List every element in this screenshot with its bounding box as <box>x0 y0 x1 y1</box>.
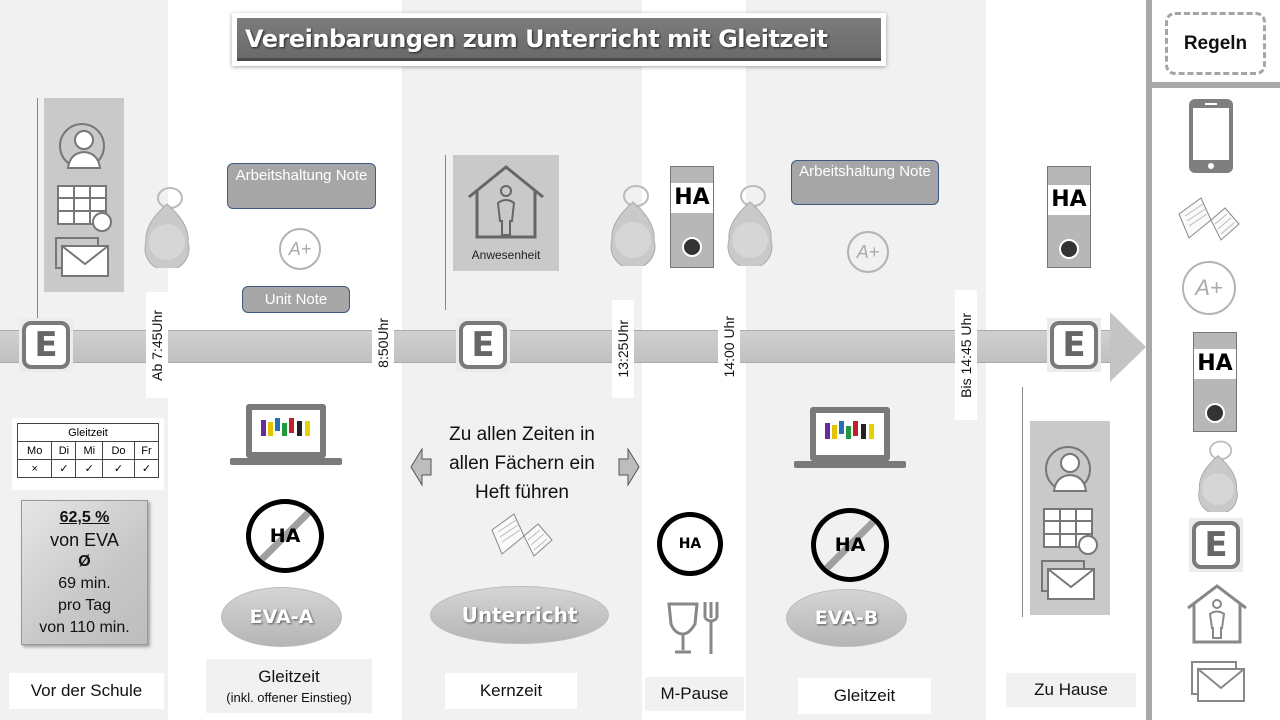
homework-binder-icon: HA <box>1047 166 1091 268</box>
arrow-right-icon <box>618 447 640 487</box>
connector-line <box>1022 387 1023 617</box>
e-app-logo-icon: E <box>456 318 510 372</box>
student-profile-icon <box>55 123 112 277</box>
eva-a-ellipse: EVA-A <box>221 587 342 647</box>
section-label-m-pause: M-Pause <box>645 677 744 711</box>
eva-percent: 62,5 % <box>59 509 110 526</box>
day-mi: Mi <box>75 441 104 460</box>
day-mo: Mo <box>16 441 53 460</box>
keyfob-icon <box>1194 438 1248 522</box>
table-header: Gleitzeit <box>17 423 159 442</box>
laptop-icon <box>794 405 906 474</box>
a-plus-grade-icon: A+ <box>847 231 889 273</box>
keyfob-icon <box>723 182 777 270</box>
mark-do: ✓ <box>102 459 135 478</box>
eva-total: von 110 min. <box>39 619 130 636</box>
time-label-kernzeit-end: 13:25Uhr <box>612 300 634 398</box>
no-homework-icon: HA <box>246 499 324 573</box>
a-plus-grade-icon: A+ <box>279 228 321 270</box>
student-profile-icon <box>1041 446 1098 600</box>
arbeitshaltung-note-pill: Arbeitshaltung Note <box>227 163 376 209</box>
time-label-start: Ab 7:45Uhr <box>146 292 168 398</box>
e-app-logo-icon: E <box>19 318 73 372</box>
laptop-icon <box>230 402 342 471</box>
food-cutlery-icon <box>665 600 723 661</box>
e-app-logo-icon: E <box>1047 318 1101 372</box>
mark-mo: × <box>16 459 53 478</box>
unit-note-pill: Unit Note <box>242 286 350 313</box>
mark-fr: ✓ <box>133 459 160 478</box>
day-do: Do <box>102 441 135 460</box>
a-plus-grade-icon: A+ <box>1182 261 1236 315</box>
section-label-kernzeit: Kernzeit <box>445 673 577 709</box>
notebook-rule-text: Zu allen Zeiten in allen Fächern ein Hef… <box>449 424 595 503</box>
section-label-gleitzeit-a: Gleitzeit (inkl. offener Einstieg) <box>206 659 372 713</box>
time-label-kernzeit-start: 8:50Uhr <box>372 302 394 384</box>
homework-icon: HA <box>657 512 723 576</box>
eva-per-day: pro Tag <box>57 597 112 614</box>
average-symbol: Ø <box>78 553 91 570</box>
time-label-end: Bis 14:45 Uhr <box>955 290 977 420</box>
section-sublabel: (inkl. offener Einstieg) <box>226 690 352 705</box>
notification-icons-panel <box>44 98 124 292</box>
arrow-left-icon <box>410 447 432 487</box>
day-fr: Fr <box>133 441 160 460</box>
mark-di: ✓ <box>51 459 77 478</box>
unterricht-ellipse: Unterricht <box>430 586 609 644</box>
eva-minutes: 69 min. <box>58 575 111 592</box>
attendance-panel: Anwesenheit <box>453 155 559 271</box>
homework-binder-icon: HA <box>1193 332 1237 432</box>
eva-label: von EVA <box>50 530 119 550</box>
connector-line <box>445 155 446 310</box>
page-title: Vereinbarungen zum Unterricht mit Gleitz… <box>237 18 881 61</box>
connector-line <box>37 98 38 318</box>
rules-button[interactable]: Regeln <box>1165 12 1266 75</box>
timeline-bar <box>0 330 1112 363</box>
mark-mi: ✓ <box>75 459 104 478</box>
section-label-text: Gleitzeit <box>258 667 320 686</box>
no-homework-icon: HA <box>811 508 889 582</box>
attendance-label: Anwesenheit <box>471 248 541 262</box>
mail-icon <box>1190 660 1246 709</box>
sidebar-divider <box>1152 82 1280 88</box>
section-label-zu-hause: Zu Hause <box>1006 673 1136 707</box>
smartphone-icon <box>1188 98 1234 179</box>
time-label-pause-end: 14:00 Uhr <box>718 300 740 394</box>
open-book-icon <box>488 510 554 565</box>
eva-b-ellipse: EVA-B <box>786 589 907 647</box>
keyfob-icon <box>606 182 660 270</box>
section-label-vor-der-schule: Vor der Schule <box>9 673 164 709</box>
attendance-house-icon <box>1186 584 1248 651</box>
page-title-box: Vereinbarungen zum Unterricht mit Gleitz… <box>232 13 886 66</box>
e-app-logo-icon: E <box>1189 518 1243 572</box>
gleitzeit-days-table: Gleitzeit Mo Di Mi Do Fr × ✓ ✓ ✓ ✓ <box>12 418 164 490</box>
eva-stats-box: 62,5 % von EVA Ø 69 min. pro Tag von 110… <box>21 500 148 645</box>
section-label-gleitzeit-b: Gleitzeit <box>798 678 931 714</box>
day-di: Di <box>51 441 77 460</box>
arbeitshaltung-note-pill: Arbeitshaltung Note <box>791 160 939 205</box>
open-book-icon <box>1175 194 1241 249</box>
timeline-arrow-head <box>1110 312 1146 382</box>
keyfob-icon <box>140 184 194 272</box>
attendance-house-icon <box>468 165 544 239</box>
homework-binder-icon: HA <box>670 166 714 268</box>
notification-icons-panel <box>1030 421 1110 615</box>
